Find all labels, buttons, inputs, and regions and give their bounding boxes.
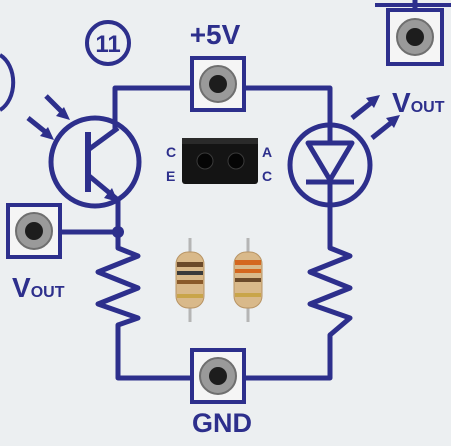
number-badge-ring [85,20,131,66]
jack-bottom-hole [209,367,227,385]
vout-right-label: VOUT [392,87,445,118]
vout-left-sub: OUT [31,284,65,301]
right-resistor-symbol [307,238,353,337]
emit-arrow-1 [350,100,374,120]
optical-sensor [182,138,258,184]
phototransistor-emitter-arrow [104,188,118,202]
resistor-right-band-2 [235,269,261,273]
sensor-top-edge [182,138,258,144]
ground-label: GND [192,408,252,438]
jack-top[interactable] [190,56,246,112]
light-arrow-2-head [56,107,70,120]
supply-label: +5V [190,19,241,50]
emit-arrow-1-head [366,95,380,108]
resistor-symbols [95,238,353,337]
sensor-body [182,138,258,184]
resistor-right-band-1 [235,260,261,265]
physical-resistor-left [175,238,205,322]
resistor-left-band-4 [177,294,203,298]
jack-bottom[interactable] [190,348,246,404]
left-edge-arc [0,53,16,112]
jack-left-hole [25,222,43,240]
emit-arrow-2-head [386,115,400,128]
number-badge: 11 [85,20,131,66]
sensor-left-lens [196,152,214,170]
sensor-pin-c-right: C [262,168,272,184]
led-triangle [305,140,355,183]
led-symbol [287,95,400,208]
sensor-right-lens [227,152,245,170]
resistor-left-band-3 [177,280,203,284]
sensor-pin-c-left: C [166,144,176,160]
emit-arrow-2 [370,120,394,140]
number-badge-text: 11 [95,31,120,58]
sensor-pin-e-left: E [166,168,175,184]
vout-right-main: V [392,87,411,118]
light-arrow-1-head [40,127,54,140]
sensor-pin-a-right: A [262,144,272,160]
resistor-right-band-4 [235,293,261,297]
jack-right-hole [406,28,424,46]
vout-right-sub: OUT [411,99,445,116]
jack-right-vout[interactable] [386,8,444,66]
jack-left-vout[interactable] [6,203,62,259]
phototransistor-circle [48,115,142,209]
jack-top-hole [209,75,227,93]
junction-dot [112,226,124,238]
resistor-left-band-2 [177,271,203,275]
left-resistor-symbol [95,238,141,328]
resistor-right-band-3 [235,278,261,282]
phototransistor-collector [86,125,120,153]
vout-left-label: VOUT [12,272,65,303]
resistor-left-band-1 [177,262,203,267]
physical-resistor-right [233,238,263,322]
vout-left-main: V [12,272,31,303]
phototransistor [26,94,142,209]
